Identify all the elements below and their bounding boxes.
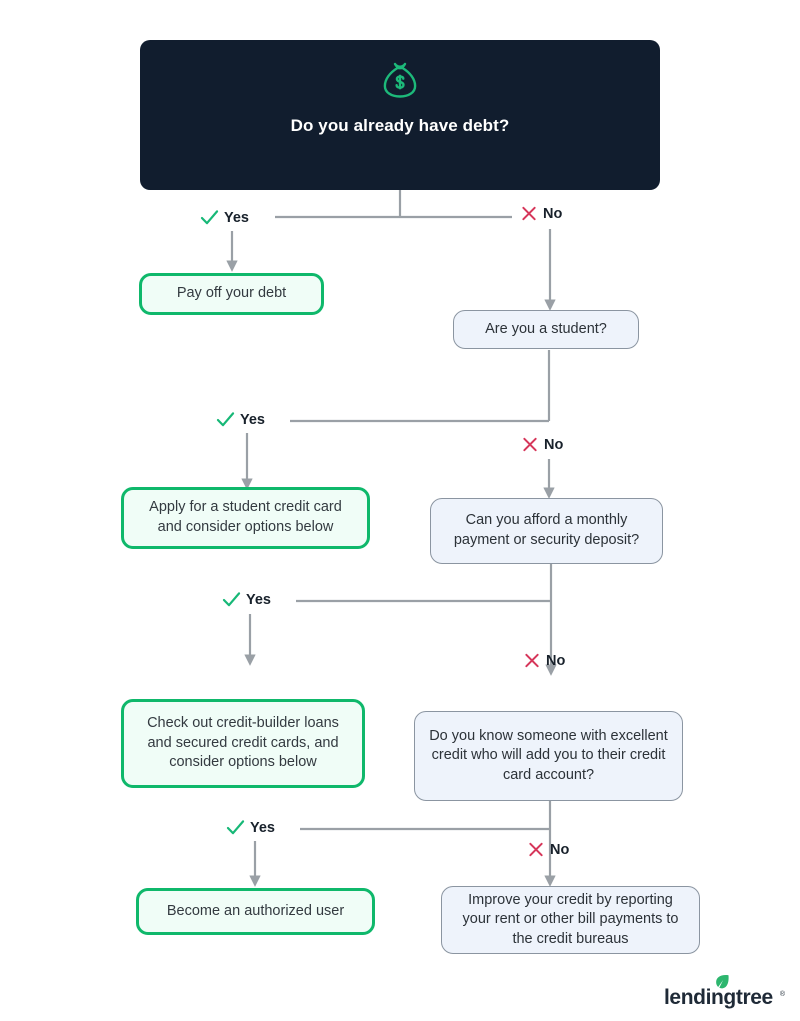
cross-icon [525,653,539,668]
node-become-authorized-user[interactable]: Become an authorized user [136,888,375,935]
branch-label-no-1: No [520,205,562,222]
node-text: Pay off your debt [176,285,287,302]
branch-label-yes-2: Yes [216,411,265,428]
node-text: Improve your credit by reporting your re… [462,891,679,947]
check-icon [216,412,235,427]
branch-label-text: Yes [250,819,275,836]
branch-label-yes-3: Yes [222,591,271,608]
node-text: Are you a student? [485,320,607,337]
logo-wordmark: lendingtree [664,986,773,1009]
branch-label-yes-4: Yes [226,819,275,836]
cross-icon [522,206,536,221]
node-afford-monthly-payment[interactable]: Can you afford a monthly payment or secu… [430,498,663,564]
node-know-someone-excellent-credit[interactable]: Do you know someone with excellent credi… [414,711,683,801]
branch-label-text: No [546,652,566,669]
node-text: Do you know someone with excellent credi… [429,727,668,783]
branch-label-yes-1: Yes [200,209,249,226]
branch-label-text: No [543,205,563,222]
node-credit-builder-loans[interactable]: Check out credit-builder loans and secur… [121,699,365,788]
branch-label-no-3: No [523,652,565,669]
node-report-rent-payments[interactable]: Improve your credit by reporting your re… [441,886,700,954]
cross-icon [529,842,543,857]
check-icon [222,592,241,607]
leaf-icon [716,975,729,989]
branch-label-text: No [544,436,564,453]
check-icon [200,210,219,225]
logo-trademark: ® [779,991,785,998]
lendingtree-logo[interactable]: lendingtree ® [664,975,785,1010]
node-are-you-a-student[interactable]: Are you a student? [453,310,639,349]
branch-label-no-4: No [527,841,569,858]
branch-label-text: Yes [246,591,271,608]
node-text: Apply for a student credit card and cons… [149,499,342,535]
node-text: Can you afford a monthly payment or secu… [453,512,640,548]
node-pay-off-debt[interactable]: Pay off your debt [139,273,324,315]
cross-icon [523,437,537,452]
node-text: Become an authorized user [166,902,345,919]
hero-question-text: Do you already have debt? [290,116,510,135]
node-student-credit-card[interactable]: Apply for a student credit card and cons… [121,487,370,549]
branch-label-text: No [550,841,570,858]
branch-label-text: Yes [224,209,249,226]
branch-label-no-2: No [521,436,563,453]
money-bag-icon [383,62,417,98]
hero-question-card: Do you already have debt? [140,40,660,190]
node-text: Check out credit-builder loans and secur… [147,715,339,771]
branch-label-text: Yes [240,411,265,428]
check-icon [226,820,245,835]
